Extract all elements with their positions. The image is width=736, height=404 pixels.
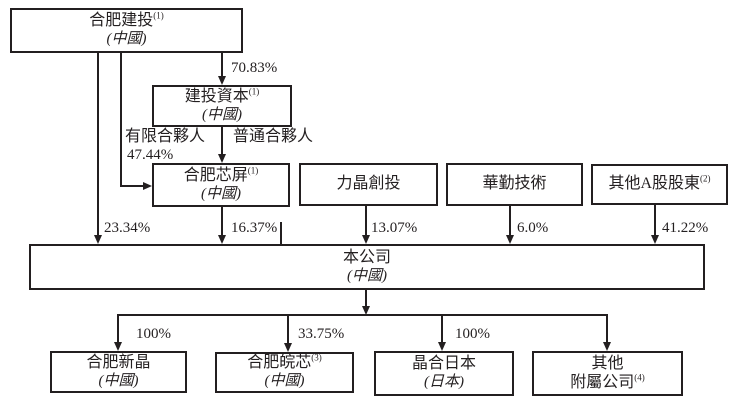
node-title: 合肥皖芯(3) (247, 352, 322, 372)
node-title: 其他 (591, 354, 624, 372)
connector-huaqin-to-company (509, 206, 511, 237)
connector-to-other-subsidiaries (606, 315, 608, 343)
node-region: (日本) (424, 374, 464, 391)
connector-to-hefei-xinjing (117, 315, 119, 343)
footnote-marker: (1) (153, 10, 164, 21)
node-huaqin: 華勤技術 (446, 163, 583, 206)
arrowhead-down-icon (94, 235, 102, 244)
connector-to-hefei-wanxin (287, 315, 289, 344)
edge-label-percent: 100% (136, 326, 171, 342)
node-hefei-jiantou: 合肥建投(1) (中國) (10, 8, 243, 53)
edge-label-percent: 41.22% (662, 220, 709, 236)
node-title: 本公司 (342, 248, 391, 266)
arrowhead-down-icon (603, 342, 611, 351)
edge-label-general-partner: 普通合夥人 (233, 128, 314, 145)
arrowhead-down-icon (651, 235, 659, 244)
edge-label-percent: 70.83% (231, 60, 278, 76)
node-other-subsidiaries: 其他 附屬公司(4) (532, 351, 683, 396)
node-title: 合肥芯屏(1) (183, 165, 259, 184)
arrowhead-down-icon (506, 235, 514, 244)
footnote-marker: (1) (248, 86, 260, 97)
node-title: 合肥建投(1) (89, 10, 164, 30)
arrowhead-right-icon (143, 182, 152, 190)
node-hefei-xinjing: 合肥新晶 (中國) (50, 351, 187, 393)
footnote-marker: (4) (634, 372, 645, 383)
arrowhead-down-icon (362, 306, 370, 315)
connector-other-a-to-company (654, 205, 656, 237)
connector-company-to-subsidiaries (365, 290, 367, 308)
subsidiaries-distribution-line (117, 314, 608, 316)
edge-label-percent: 13.07% (371, 220, 418, 236)
connector-lijing-to-company (365, 206, 367, 237)
node-title: 晶合日本 (411, 355, 476, 373)
edge-label-percent: 6.0% (517, 220, 549, 236)
stray-vertical-mark (280, 222, 282, 245)
arrowhead-down-icon (362, 235, 370, 244)
node-title: 力晶創投 (336, 175, 401, 193)
node-title-line2: 附屬公司(4) (570, 372, 645, 391)
node-title: 其他A股股東(2) (608, 173, 711, 193)
node-lijing: 力晶創投 (299, 163, 438, 206)
node-region: (中國) (264, 373, 305, 390)
node-region: (中國) (201, 185, 241, 202)
node-region: (中國) (347, 267, 387, 284)
arrowhead-down-icon (218, 235, 226, 244)
edge-label-limited-partner: 有限合夥人 (125, 128, 206, 145)
node-title: 建投資本(1) (184, 86, 260, 105)
connector-hefei-jiantou-to-jiantou-capital (221, 53, 223, 78)
node-other-a-share: 其他A股股東(2) (591, 164, 728, 205)
node-hefei-xinping: 合肥芯屏(1) (中國) (152, 163, 290, 207)
node-region: (中國) (106, 31, 147, 48)
edge-label-percent: 100% (455, 326, 490, 342)
node-company: 本公司 (中國) (29, 244, 705, 290)
connector-to-jinghe-japan (441, 315, 443, 343)
edge-label-percent: 33.75% (298, 326, 345, 342)
arrowhead-down-icon (284, 343, 292, 352)
edge-label-percent: 16.37% (231, 220, 278, 236)
node-region: (中國) (202, 106, 242, 123)
arrowhead-down-icon (218, 154, 226, 163)
node-jinghe-japan: 晶合日本 (日本) (374, 351, 514, 396)
edge-label-percent: 23.34% (104, 220, 151, 236)
connector-hefei-jiantou-to-xinping-horizontal (120, 185, 146, 187)
edge-label-percent: 47.44% (127, 147, 174, 163)
arrowhead-down-icon (438, 342, 446, 351)
connector-hefei-jiantou-to-company (97, 53, 99, 237)
footnote-marker: (3) (311, 352, 322, 363)
arrowhead-down-icon (218, 76, 226, 85)
connector-hefei-jiantou-to-xinping-vertical (120, 53, 122, 187)
node-title: 合肥新晶 (86, 353, 151, 371)
arrowhead-down-icon (114, 342, 122, 351)
node-title: 華勤技術 (482, 175, 547, 193)
node-hefei-wanxin: 合肥皖芯(3) (中國) (215, 352, 354, 393)
connector-jiantou-capital-to-xinping (221, 127, 223, 156)
connector-xinping-to-company (221, 207, 223, 237)
node-region: (中國) (98, 372, 139, 389)
footnote-marker: (2) (700, 173, 711, 184)
node-jiantou-capital: 建投資本(1) (中國) (152, 85, 292, 127)
footnote-marker: (1) (247, 165, 259, 176)
